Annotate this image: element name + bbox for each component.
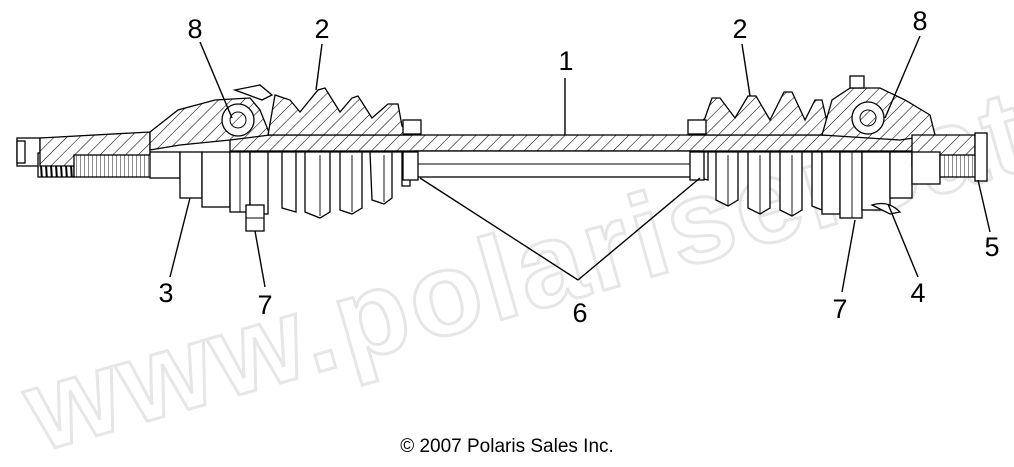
callout-6-clamps: 6 — [572, 298, 587, 328]
copyright-notice: © 2007 Polaris Sales Inc. — [400, 436, 614, 457]
callout-2-right-boot: 2 — [732, 14, 747, 44]
callout-5-stub-shaft: 5 — [984, 232, 999, 262]
left-stub-shaft — [16, 131, 181, 179]
callout-7-left: 7 — [257, 290, 272, 320]
left-cv-boot — [267, 87, 422, 219]
left-cv-housing — [149, 84, 274, 232]
callout-8-right: 8 — [912, 6, 927, 36]
callout-4-right-housing: 4 — [910, 278, 925, 308]
callout-8-left: 8 — [187, 14, 202, 44]
leader-lines — [169, 35, 991, 293]
callout-2-left-boot: 2 — [314, 14, 329, 44]
callout-7-right: 7 — [832, 294, 847, 324]
callout-1-shaft: 1 — [558, 46, 573, 76]
callout-3-left-housing: 3 — [158, 278, 173, 308]
axle-shaft — [229, 134, 921, 178]
watermark-text: www.polarisersatzteile.de — [10, 0, 1014, 467]
right-stub-shaft — [911, 132, 988, 185]
